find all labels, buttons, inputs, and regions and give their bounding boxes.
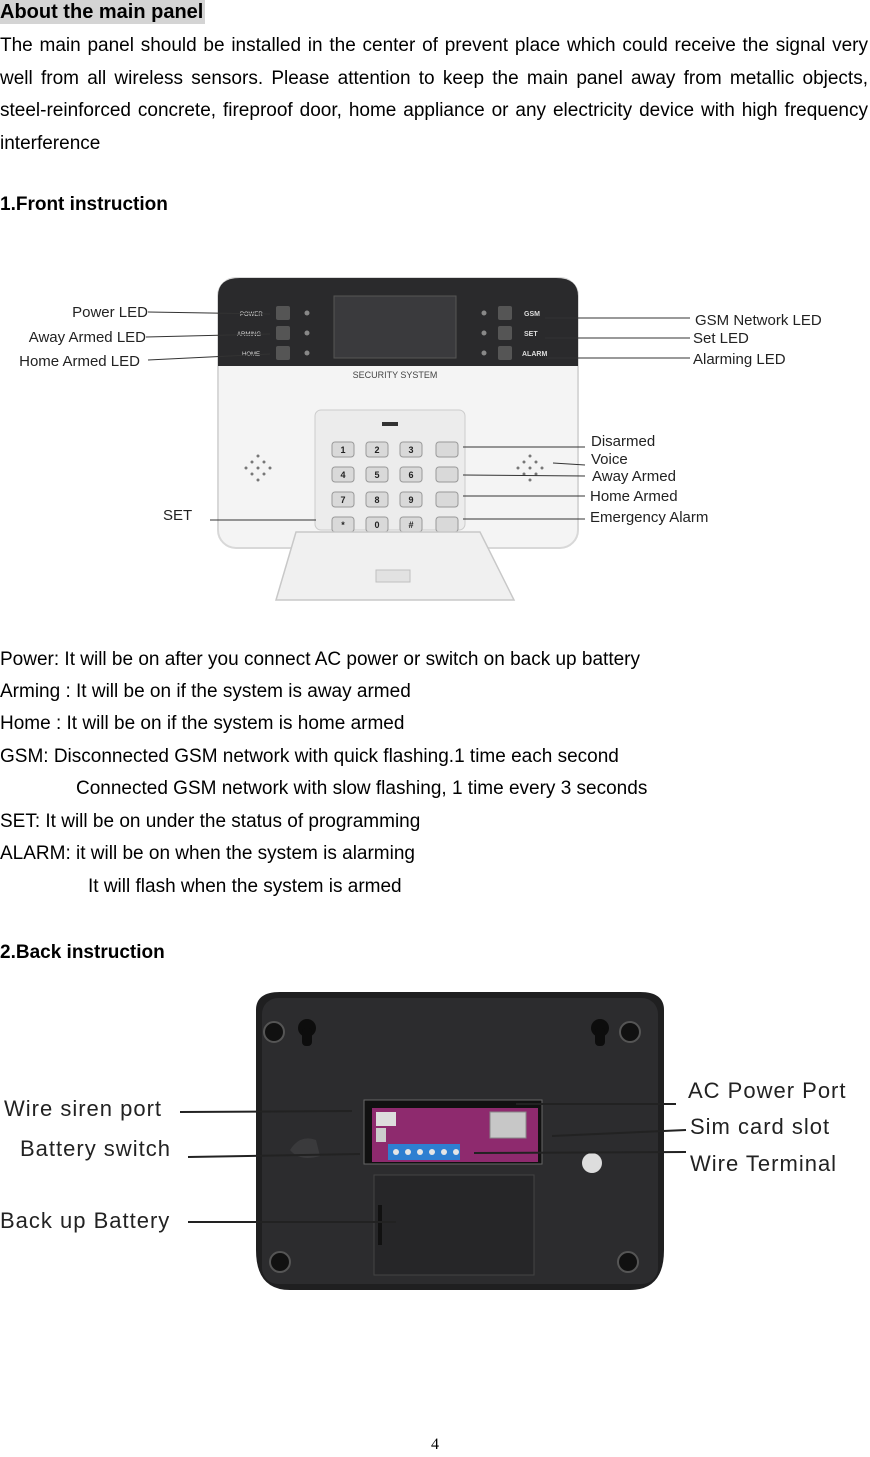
keypad-key: [399, 491, 423, 508]
back-instruction-title: 2.Back instruction: [0, 942, 165, 963]
keypad-key-label: 2: [374, 445, 379, 455]
desc-set: SET: It will be on under the status of p…: [0, 811, 421, 832]
back-left-leader-lines: [179, 1110, 396, 1223]
front-instruction-title: 1.Front instruction: [0, 194, 168, 215]
desc-alarm-armed: It will flash when the system is armed: [88, 876, 402, 897]
key-icon: [276, 326, 290, 340]
brand-label: SECURITY SYSTEM: [353, 370, 438, 380]
screws: [263, 1021, 641, 1273]
keypad-key: [331, 441, 355, 458]
sim-card-slot: [489, 1111, 527, 1139]
keypad-key-label: 8: [374, 495, 379, 505]
intro-paragraph: The main panel should be installed in th…: [0, 35, 868, 154]
keypad-key: [365, 441, 389, 458]
keyhole-mounts: [298, 1019, 609, 1046]
siren-port: [376, 1112, 396, 1126]
callout-sim-card-slot: Sim card slot: [690, 1114, 830, 1139]
callout-wire-terminal: Wire Terminal: [690, 1151, 837, 1176]
back-right-leader-lines: [473, 1103, 687, 1154]
function-key: [435, 491, 459, 508]
function-key: [435, 466, 459, 483]
left-speaker-grille: [244, 454, 272, 482]
set-led: [481, 330, 487, 336]
callout-gsm-network-led: GSM Network LED: [695, 312, 822, 329]
keypad-key-label: 7: [340, 495, 345, 505]
gsm-led-label: GSM: [524, 311, 540, 318]
desc-home: Home : It will be on if the system is ho…: [0, 713, 405, 734]
keypad-key-label: *: [341, 520, 345, 530]
function-key: [435, 516, 459, 533]
keypad-key: [365, 466, 389, 483]
keypad-key-label: 3: [408, 445, 413, 455]
callout-battery-switch: Battery switch: [20, 1136, 171, 1161]
callout-set-led: Set LED: [693, 330, 749, 347]
right-leader-lines: [462, 317, 690, 520]
function-key: [435, 441, 459, 458]
keypad-key: [365, 491, 389, 508]
callout-away-armed: Away Armed: [592, 468, 676, 485]
keypad-indicator: [382, 422, 398, 426]
callout-voice: Voice: [591, 451, 628, 468]
logo-badge: [582, 1153, 602, 1173]
battery-switch: [376, 1128, 386, 1142]
alarm-led-label: ALARM: [522, 351, 547, 358]
left-leader-lines: [145, 311, 316, 521]
keypad-key: [331, 491, 355, 508]
lcd-screen: [333, 295, 457, 359]
cover-hinge: [375, 569, 411, 583]
front-panel-diagram: SECURITY SYSTEM POWER ARMING HOME GSM SE…: [19, 277, 822, 601]
callout-ac-power-port: AC Power Port: [688, 1078, 847, 1103]
terminal-screws: [393, 1149, 459, 1155]
keypad-key: [331, 466, 355, 483]
callout-away-armed-led: Away Armed LED: [29, 329, 146, 346]
power-icon: [276, 306, 290, 320]
desc-gsm: GSM: Disconnected GSM network with quick…: [0, 746, 619, 767]
keypad-key-label: 9: [408, 495, 413, 505]
right-speaker-grille: [516, 454, 544, 482]
gsm-led: [481, 310, 487, 316]
case-bump: [290, 1138, 320, 1158]
callout-set: SET: [163, 507, 192, 524]
keypad-cover: [274, 531, 516, 601]
keypad-key: [399, 441, 423, 458]
desc-power: Power: It will be on after you connect A…: [0, 649, 640, 670]
page-number: 4: [431, 1436, 439, 1453]
keypad-key-label: 6: [408, 470, 413, 480]
desc-arming: Arming : It will be on if the system is …: [0, 681, 411, 702]
keypad-key: [399, 466, 423, 483]
house-icon: [276, 346, 290, 360]
callout-emergency-alarm: Emergency Alarm: [590, 509, 708, 526]
power-led-label: POWER: [240, 312, 263, 318]
callout-home-armed-led: Home Armed LED: [19, 353, 140, 370]
desc-gsm-connected: Connected GSM network with slow flashing…: [76, 778, 648, 799]
callout-alarming-led: Alarming LED: [693, 351, 786, 368]
desc-alarm: ALARM: it will be on when the system is …: [0, 843, 415, 864]
callout-home-armed: Home Armed: [590, 488, 678, 505]
wire-terminal-block: [388, 1144, 460, 1160]
antenna-icon: [498, 306, 512, 320]
keypad-key-label: 0: [374, 520, 379, 530]
back-panel-diagram: Wire siren port Battery switch Back up B…: [0, 992, 847, 1290]
arming-led: [304, 330, 310, 336]
alarm-led: [481, 350, 487, 356]
keypad-key-label: 1: [340, 445, 345, 455]
speaker-icon: [498, 346, 512, 360]
power-led: [304, 310, 310, 316]
keypad-key-label: 4: [340, 470, 345, 480]
battery-latch: [378, 1205, 382, 1245]
keypad-key-label: 5: [374, 470, 379, 480]
gear-icon: [498, 326, 512, 340]
battery-compartment: [373, 1174, 535, 1276]
callout-disarmed: Disarmed: [591, 433, 655, 450]
set-led-label: SET: [524, 331, 538, 338]
callout-power-led: Power LED: [72, 304, 148, 321]
keypad-key-label: #: [408, 520, 413, 530]
callout-backup-battery: Back up Battery: [0, 1208, 170, 1233]
callout-wire-siren-port: Wire siren port: [4, 1096, 162, 1121]
home-led: [304, 350, 310, 356]
section-heading: About the main panel: [0, 0, 206, 24]
